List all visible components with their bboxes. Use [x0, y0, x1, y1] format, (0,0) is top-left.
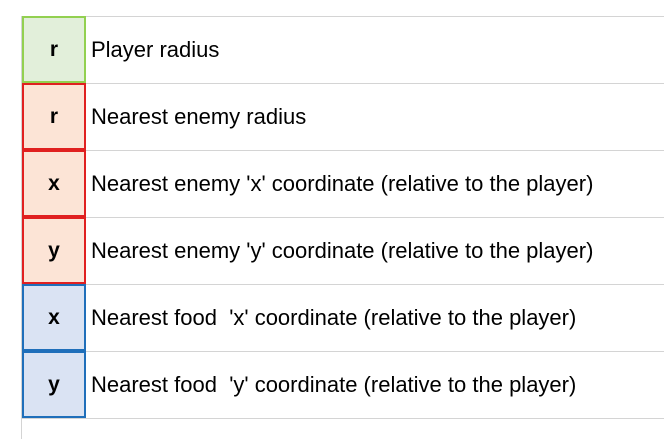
description-cell-enemy-x[interactable]: Nearest enemy 'x' coordinate (relative t…: [91, 170, 594, 196]
table-row-food-x: x Nearest food 'x' coordinate (relative …: [22, 284, 664, 352]
row-gridline: [22, 150, 664, 151]
table-row-enemy-radius: r Nearest enemy radius: [22, 83, 664, 151]
description-cell-enemy-radius[interactable]: Nearest enemy radius: [91, 103, 307, 129]
code-cell-enemy-radius[interactable]: r: [22, 83, 86, 150]
row-gridline: [22, 418, 664, 419]
code-cell-player-radius[interactable]: r: [22, 16, 86, 83]
description-cell-enemy-y[interactable]: Nearest enemy 'y' coordinate (relative t…: [91, 237, 594, 263]
gridline-top: [22, 16, 664, 17]
description-cell-player-radius[interactable]: Player radius: [91, 36, 220, 62]
code-cell-enemy-x[interactable]: x: [22, 150, 86, 217]
table-row-player-radius: r Player radius: [22, 16, 664, 84]
column-gridline: [21, 16, 22, 439]
row-gridline: [22, 217, 664, 218]
description-cell-food-y[interactable]: Nearest food 'y' coordinate (relative to…: [91, 371, 577, 397]
table-row-enemy-y: y Nearest enemy 'y' coordinate (relative…: [22, 217, 664, 285]
description-cell-food-x[interactable]: Nearest food 'x' coordinate (relative to…: [91, 304, 577, 330]
code-cell-enemy-y[interactable]: y: [22, 217, 86, 284]
code-cell-food-y[interactable]: y: [22, 351, 86, 418]
row-gridline: [22, 83, 664, 84]
code-cell-food-x[interactable]: x: [22, 284, 86, 351]
table-row-food-y: y Nearest food 'y' coordinate (relative …: [22, 351, 664, 419]
row-gridline: [22, 284, 664, 285]
table-row-enemy-x: x Nearest enemy 'x' coordinate (relative…: [22, 150, 664, 218]
row-gridline: [22, 351, 664, 352]
